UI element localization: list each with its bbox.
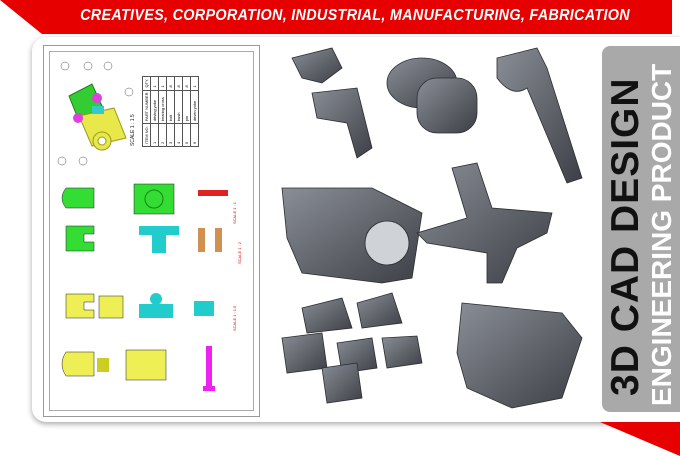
side-subtitle: ENGINEERING PRODUCT [646, 63, 677, 406]
corner-accent [600, 422, 680, 456]
bracket-part [291, 47, 343, 84]
banner-text: CREATIVES, CORPORATION, INDUSTRIAL, MANU… [80, 7, 630, 24]
arm-part [496, 47, 583, 184]
table-header: ITEM NO. [142, 123, 151, 147]
plate-part [456, 302, 583, 409]
drawing-views [57, 61, 228, 391]
side-title-panel [602, 46, 680, 412]
bracket-part [311, 87, 373, 159]
mesh-stands-parts [281, 292, 423, 404]
frame-bracket-part [416, 162, 553, 284]
table-header: PART NUMBER [142, 90, 151, 124]
scale-label: SCALE 1 : 1.5 [130, 114, 136, 146]
cad-part-renders [281, 47, 583, 409]
assembly-view [57, 61, 134, 166]
view-scale-label: SCALE 1 : 2 [237, 241, 242, 264]
banner-background [0, 0, 672, 34]
view-scale-label: SCALE 1 : 1 [232, 201, 237, 224]
view-scale-label: SCALE 1 : 1.5 [232, 305, 237, 331]
side-title: 3D CAD DESIGN [604, 77, 647, 396]
table-header: QTY. [142, 76, 151, 91]
